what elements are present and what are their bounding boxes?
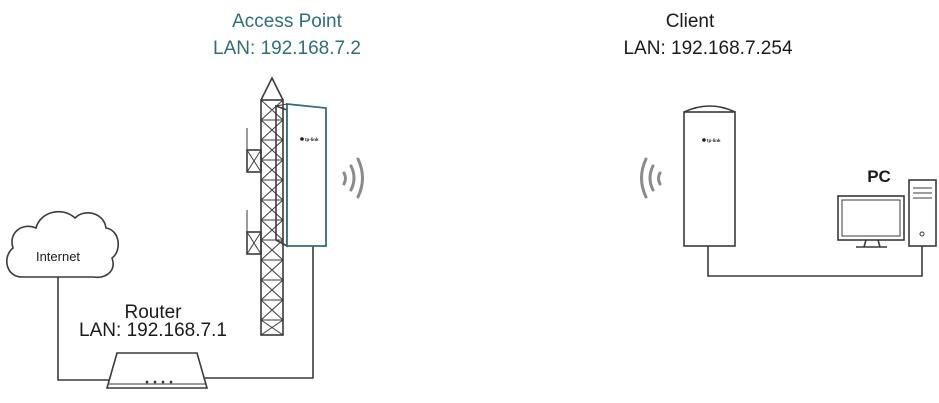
wireless-signal-icon [640, 157, 662, 199]
access-point-brand: tp-link [305, 137, 319, 142]
network-cables [57, 246, 923, 381]
access-point-title: Access Point [232, 11, 343, 32]
pc-tower-icon [908, 179, 937, 247]
client-title: Client [666, 11, 715, 32]
router-icon [105, 352, 209, 389]
pc-label: PC [867, 167, 891, 186]
access-point-lan: LAN: 192.168.7.2 [213, 38, 361, 59]
router-lan: LAN: 192.168.7.1 [79, 320, 227, 341]
client-lan: LAN: 192.168.7.254 [623, 38, 792, 59]
access-point-device-icon: tp-link [275, 103, 327, 248]
antenna-tower-icon [246, 76, 284, 336]
pc-monitor-icon [837, 195, 905, 248]
cloud-icon: Internet [6, 210, 119, 279]
internet-label: Internet [36, 249, 80, 264]
router-title: Router [124, 302, 182, 323]
client-device-icon: tp-link [683, 105, 736, 247]
wireless-signal-icon [342, 157, 364, 199]
client-brand: tp-link [707, 138, 721, 143]
